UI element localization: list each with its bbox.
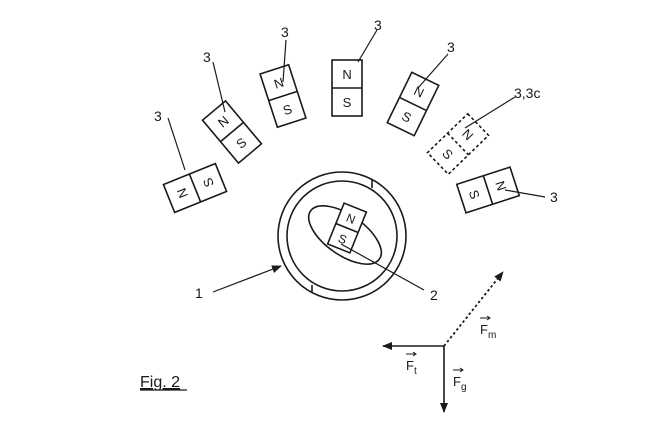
label-magnet-1: 3	[154, 108, 162, 124]
magnet-left-low: N S	[162, 162, 228, 214]
label-force-magnetic: F m	[480, 315, 496, 341]
pole-n: N	[342, 67, 351, 82]
label-force-gravity: F g	[453, 367, 467, 393]
magnet-dashed: N S	[426, 112, 490, 176]
label-sphere: 1	[195, 285, 203, 301]
force-diagram: F m F t F g	[382, 271, 504, 413]
magnet-left-mid: N S	[201, 99, 263, 165]
label-force-tangential: F t	[406, 351, 417, 377]
pole-n: N	[272, 75, 286, 92]
pole-n: N	[492, 179, 509, 193]
svg-text:F: F	[453, 374, 461, 389]
svg-text:m: m	[488, 330, 496, 341]
label-magnet-2: 3	[203, 49, 211, 65]
label-magnet-7: 3	[550, 189, 558, 205]
svg-text:t: t	[414, 366, 417, 377]
magnet-upper-left: N S	[259, 63, 307, 129]
label-magnet-3: 3	[281, 24, 289, 40]
label-magnet-dashed: 3,3c	[514, 85, 540, 101]
figure-caption: Fig. 2	[140, 374, 180, 391]
force-magnetic-arrow	[443, 271, 504, 347]
label-magnet-4: 3	[374, 17, 382, 33]
svg-text:F: F	[406, 358, 414, 373]
inner-magnet: N S	[326, 202, 368, 254]
svg-text:F: F	[480, 322, 488, 337]
pole-s: S	[343, 95, 352, 110]
sphere	[277, 171, 407, 301]
magnet-right-low: S N	[455, 166, 521, 214]
magnet-top: N S	[331, 59, 363, 117]
label-inner-magnet: 2	[430, 287, 438, 303]
svg-text:g: g	[461, 382, 467, 393]
label-magnet-5: 3	[447, 39, 455, 55]
magnet-upper-right: N S	[386, 71, 440, 137]
